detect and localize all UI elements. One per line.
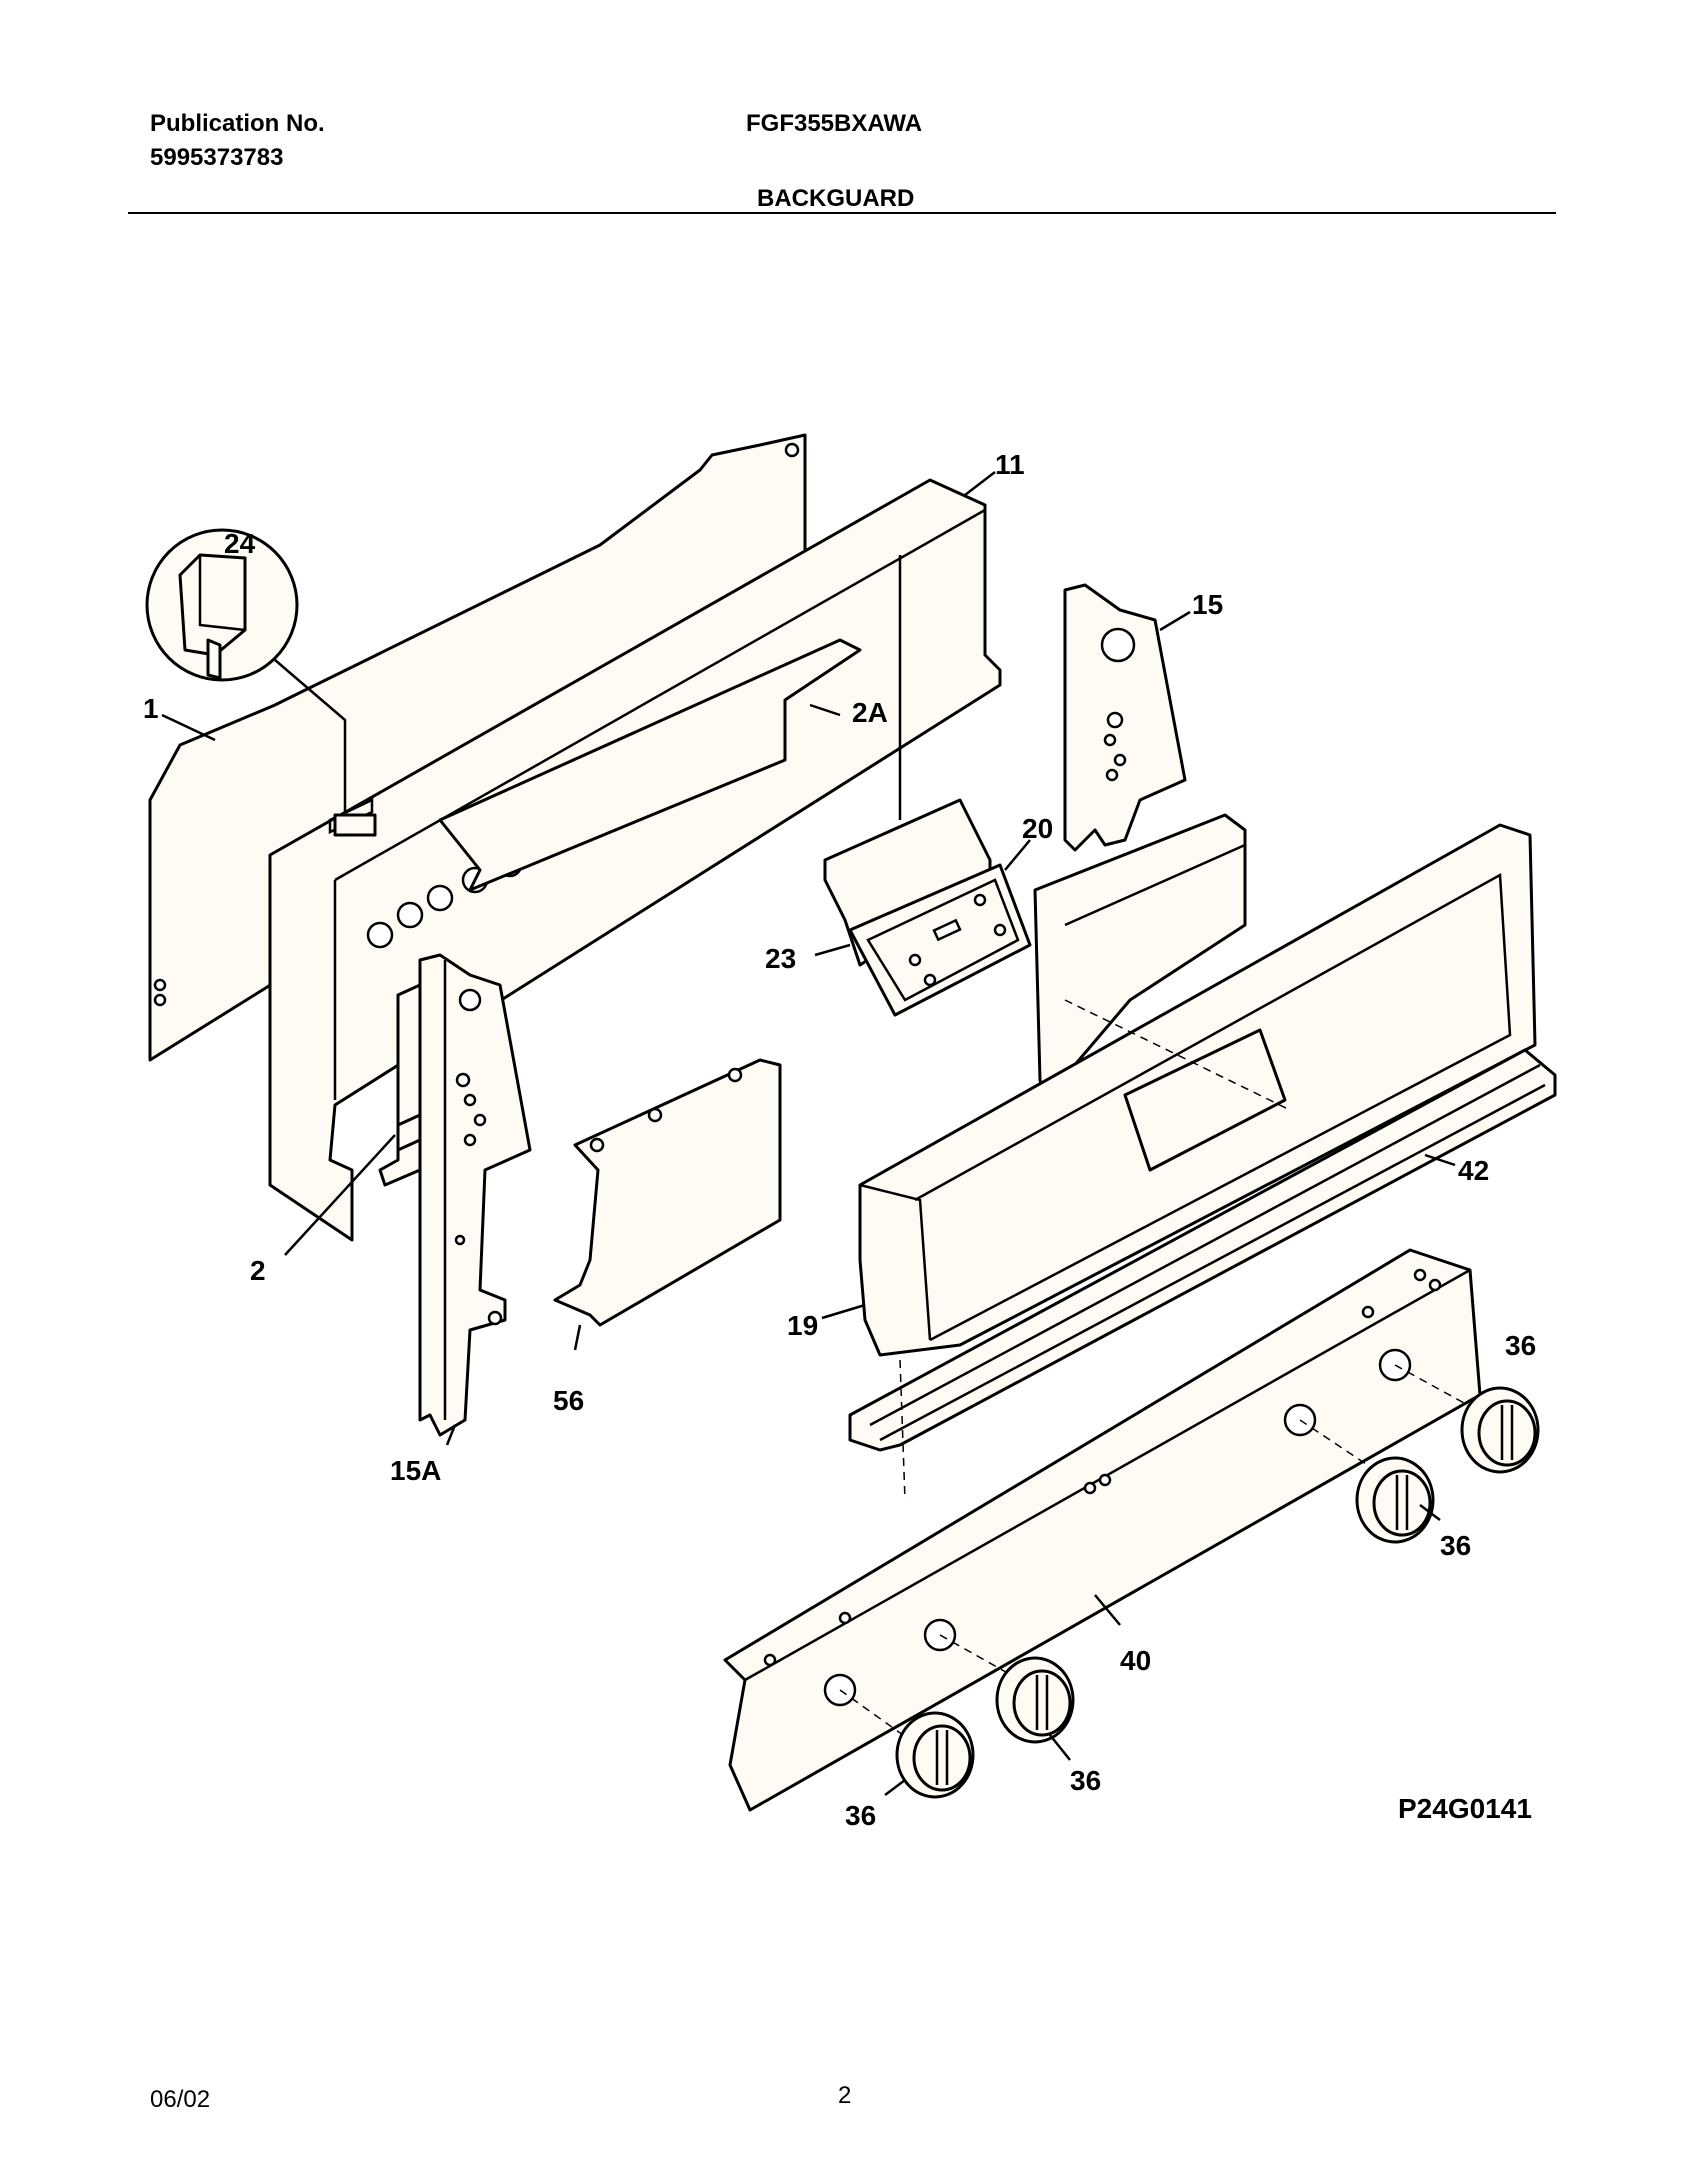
callout-1: 1: [143, 693, 159, 724]
publication-number: 5995373783: [150, 144, 284, 171]
callout-20: 20: [1022, 813, 1053, 844]
publication-label: Publication No.: [150, 110, 325, 137]
callout-11: 11: [995, 449, 1025, 480]
callout-36-c: 36: [1070, 1765, 1101, 1796]
callout-15a: 15A: [390, 1455, 441, 1486]
clock-controller: [823, 798, 1032, 1017]
header-divider: [128, 212, 1556, 214]
callout-labels: 24 1 11 15 2A 20 23 2 15A 56 19 42 36 36…: [143, 449, 1536, 1831]
footer-date: 06/02: [150, 2086, 211, 2113]
console-trim: [848, 1048, 1557, 1501]
knob: [995, 1656, 1075, 1744]
callout-56: 56: [553, 1385, 584, 1416]
callout-24: 24: [224, 528, 256, 559]
callout-40: 40: [1120, 1645, 1151, 1676]
model-number: FGF355BXAWA: [746, 110, 923, 137]
knob: [1460, 1386, 1540, 1474]
callout-15: 15: [1192, 589, 1223, 620]
inner-bracket: [438, 638, 862, 892]
left-side-bracket: [418, 953, 532, 1437]
footer-page-number: 2: [838, 2082, 852, 2109]
knob: [895, 1711, 975, 1799]
control-shield: [553, 1058, 782, 1327]
manifold-panel: [723, 1248, 1496, 1812]
leader-lines: [161, 471, 1456, 1796]
rocker-switch-inset: [145, 528, 377, 837]
callout-2a: 2A: [852, 697, 888, 728]
callout-42: 42: [1458, 1155, 1489, 1186]
rear-brace: [378, 983, 422, 1187]
section-title: BACKGUARD: [757, 185, 915, 212]
drawing-code: P24G0141: [1398, 1793, 1532, 1824]
callout-36-d: 36: [845, 1800, 876, 1831]
knob-group: [895, 1386, 1540, 1799]
callout-2: 2: [250, 1255, 266, 1286]
knob: [1355, 1456, 1435, 1544]
callout-36-a: 36: [1505, 1330, 1536, 1361]
callout-23: 23: [765, 943, 796, 974]
front-console: [858, 823, 1537, 1357]
right-side-bracket: [1063, 583, 1187, 852]
callout-36-b: 36: [1440, 1530, 1471, 1561]
callout-19: 19: [787, 1310, 818, 1341]
